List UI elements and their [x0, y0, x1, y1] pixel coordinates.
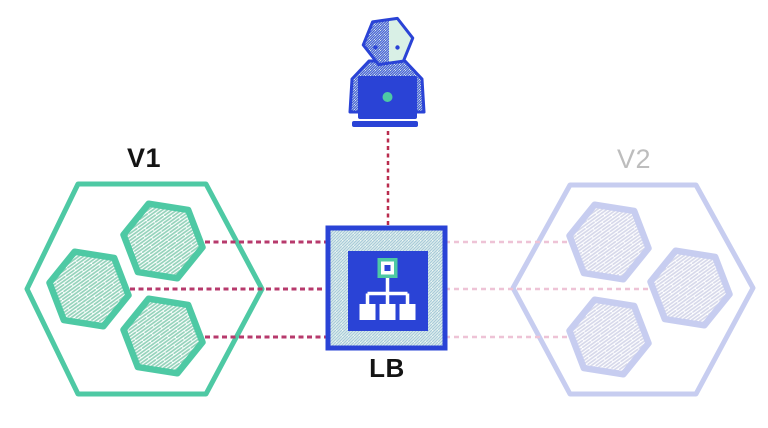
person-at-laptop-icon [348, 16, 426, 127]
v1-label: V1 [126, 143, 162, 173]
v1-instance-hexagon-top [120, 200, 206, 282]
v2-instance-hexagon-right [647, 247, 733, 329]
cluster-v2 [510, 182, 756, 397]
v1-instance-hexagon-bottom [120, 295, 206, 377]
v2-cluster-boundary-hexagon [510, 182, 756, 397]
laptop-logo-dot [382, 92, 393, 102]
links-lb-to-v2 [445, 240, 650, 339]
cluster-v1 [24, 181, 265, 397]
load-balancer-tree-icon [359, 258, 416, 320]
v2-instance-hexagon-top [566, 201, 652, 283]
laptop-base-bar [352, 121, 418, 127]
links-lb-to-v1 [130, 240, 328, 339]
v1-instance-hexagon-left [46, 248, 132, 330]
person-eye-left [373, 45, 378, 50]
v2-instance-hexagon-bottom [566, 296, 652, 378]
person-eye-right [395, 45, 400, 50]
v2-label: V2 [616, 144, 652, 174]
lb-label: LB [369, 353, 405, 383]
load-balancer-node [325, 225, 448, 351]
